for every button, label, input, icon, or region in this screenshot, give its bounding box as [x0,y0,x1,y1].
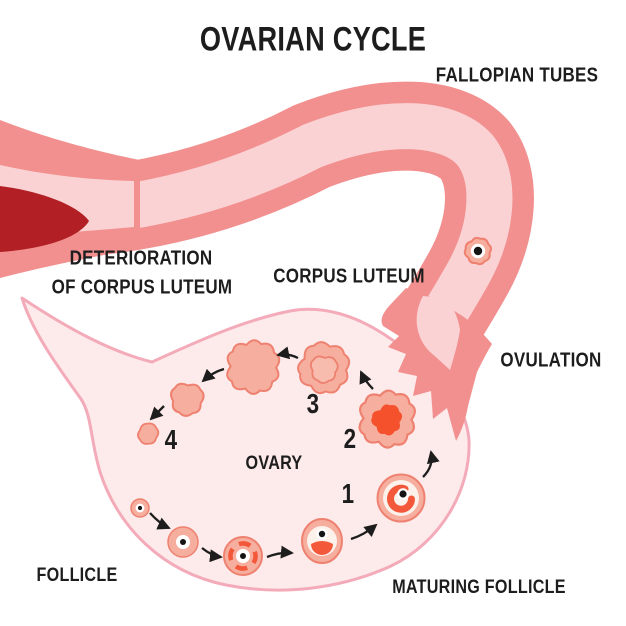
arrow-corpus-luteum-progress [276,346,299,360]
fimbriae [381,288,492,441]
label-maturing-follicle: MATURING FOLLICLE [392,577,566,598]
stage-number-3: 3 [306,388,320,419]
granulosa-crescent [311,541,333,555]
ovary-body [20,296,471,592]
label-fallopian-tubes: FALLOPIAN TUBES [435,64,599,87]
arrow-maturing-to-graafian [350,523,378,541]
oocyte [137,505,143,511]
page-title: OVARIAN CYCLE [199,20,427,59]
cycle-arrows [149,346,440,563]
ovum-in-tube [463,236,492,266]
endometrium-blood [0,186,89,252]
corpus-luteum-regressing [170,382,205,417]
secondary-follicle [223,536,263,576]
primordial-follicle [130,498,150,518]
stage-number-2: 2 [343,423,357,454]
arrow-primary-to-secondary [201,547,223,563]
ovarian-cycle-stages [130,339,440,576]
corpus-albicans-stage4 [137,422,160,445]
primary-follicle [167,526,199,558]
maturing-follicle [301,518,343,564]
ovum-nucleus [473,246,483,256]
oocyte [399,490,407,498]
stage-number-1: 1 [341,478,355,509]
arrow-ovulation-to-corpus-luteum [359,370,374,390]
graafian-follicle-stage1 [376,473,426,523]
corpus-luteum-full [226,339,281,395]
cumulus-crescent [387,484,415,513]
oocyte [240,553,246,559]
label-deterioration-line1: DETERIORATION [69,247,213,270]
oocyte [318,530,326,538]
arrow-secondary-to-maturing [266,545,294,559]
ovulation-stage2-core [371,404,403,436]
label-ovary: OVARY [245,453,303,474]
label-ovulation: OVULATION [500,349,602,372]
label-corpus-luteum: CORPUS LUTEUM [273,265,425,288]
label-follicle: FOLLICLE [36,565,118,586]
oocyte [180,539,186,545]
arrow-to-corpus-albicans [149,405,165,421]
label-deterioration-line2: OF CORPUS LUTEUM [51,276,233,299]
arrow-primordial-to-primary [149,512,171,530]
arrow-graafian-to-ovulation [422,450,440,478]
stage-number-4: 4 [164,424,178,455]
corpus-luteum-stage3-core [309,355,339,384]
arrow-corpus-luteum-regress [201,367,225,383]
fimbriae-inner-channel [416,296,460,370]
